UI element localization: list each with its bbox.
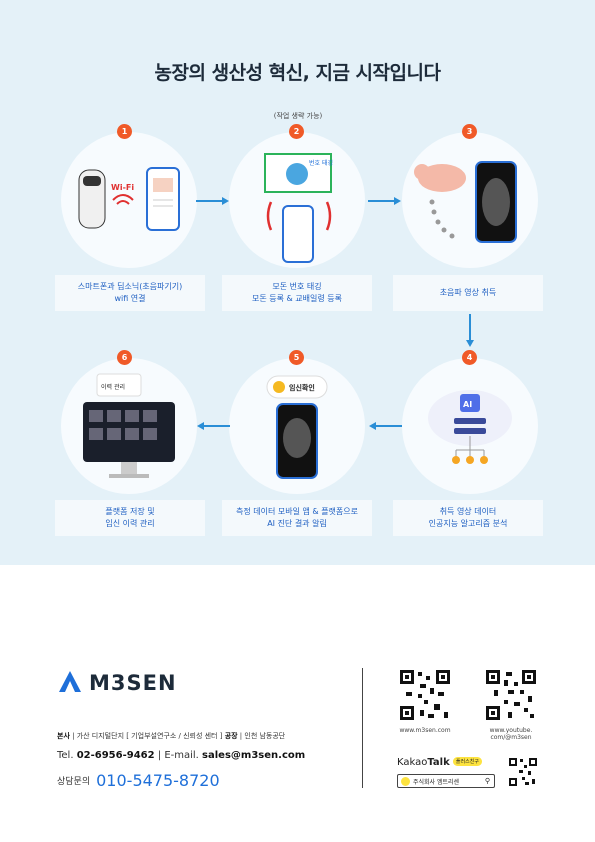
step-2-circle: 번호 태깅 (229, 132, 365, 268)
phone-result-illustration: 임신확인 (266, 375, 328, 479)
email-link[interactable]: sales@m3sen.com (202, 750, 306, 761)
footer-divider (362, 668, 363, 788)
qr-website[interactable] (398, 668, 452, 722)
tag-label: 번호 태깅 (309, 159, 333, 167)
arrow-right-1 (196, 197, 229, 205)
qr-kakao[interactable] (508, 757, 538, 787)
kakao-icon (401, 776, 410, 786)
consult-number[interactable]: 010-5475-8720 (96, 771, 220, 790)
step-6-circle: 이력 관리 (61, 358, 197, 494)
step-4-circle: AI (402, 358, 538, 494)
pregnancy-label: 임신확인 (289, 383, 315, 392)
arrow-left-1 (197, 422, 230, 430)
ai-cloud-illustration: AI (428, 390, 512, 464)
m3sen-logo-mark: M3SEN (59, 671, 177, 695)
device-wifi-illustration: Wi-Fi (78, 167, 180, 231)
search-icon: ⚲ (484, 777, 490, 785)
address-line: 본사 | 가산 디지털단지 [ 기업부설연구소 / 신뢰성 센터 ] 공장 | … (57, 732, 286, 740)
kakaotalk-label: KakaoTalk 플러스친구 (397, 757, 482, 768)
step-5-circle: 임신확인 (229, 358, 365, 494)
qr-youtube[interactable] (484, 668, 538, 722)
tel-number[interactable]: 02-6956-9462 (76, 750, 155, 761)
wifi-label: Wi-Fi (111, 183, 134, 192)
step-5-number: 5 (289, 350, 304, 365)
step-6-number: 6 (117, 350, 132, 365)
step-3-caption: 초음파 영상 취득 (393, 275, 543, 311)
step-1-number: 1 (117, 124, 132, 139)
ai-chip-label: AI (463, 400, 472, 409)
company-logo: M3SEN (57, 668, 197, 700)
step-4-number: 4 (462, 350, 477, 365)
arrow-left-2 (369, 422, 402, 430)
page-title: 농장의 생산성 혁신, 지금 시작입니다 (0, 58, 595, 85)
qr-website-label: www.m3sen.com (399, 727, 451, 734)
qr-youtube-label: www.youtube.com/@m3sen (489, 727, 533, 741)
arrow-right-2 (368, 197, 401, 205)
step-1-caption: 스마트폰과 딥소닉(초음파기기)wifi 연결 (55, 275, 205, 311)
title-part1: 농장의 생산성 혁신, (154, 62, 310, 84)
brand-name: M3SEN (89, 671, 177, 695)
history-label: 이력 관리 (101, 383, 125, 391)
contact-line: Tel. 02-6956-9462 | E-mail. sales@m3sen.… (57, 750, 306, 761)
step-3-number: 3 (462, 124, 477, 139)
step-2-number: 2 (289, 124, 304, 139)
step-1-circle: Wi-Fi (61, 132, 197, 268)
step-3-circle (402, 132, 538, 268)
optional-note: (작업 생략 가능) (273, 112, 323, 120)
tag-phone-illustration: 번호 태깅 (264, 153, 333, 263)
kakao-search-box[interactable]: 주식회사 엠트리센⚲ (397, 774, 495, 788)
arrow-down (466, 314, 474, 347)
title-part2: 지금 시작입니다 (309, 62, 441, 84)
pig-ultrasound-illustration (414, 161, 517, 243)
plus-friend-badge: 플러스친구 (452, 757, 482, 766)
platform-monitor-illustration: 이력 관리 (83, 373, 175, 478)
